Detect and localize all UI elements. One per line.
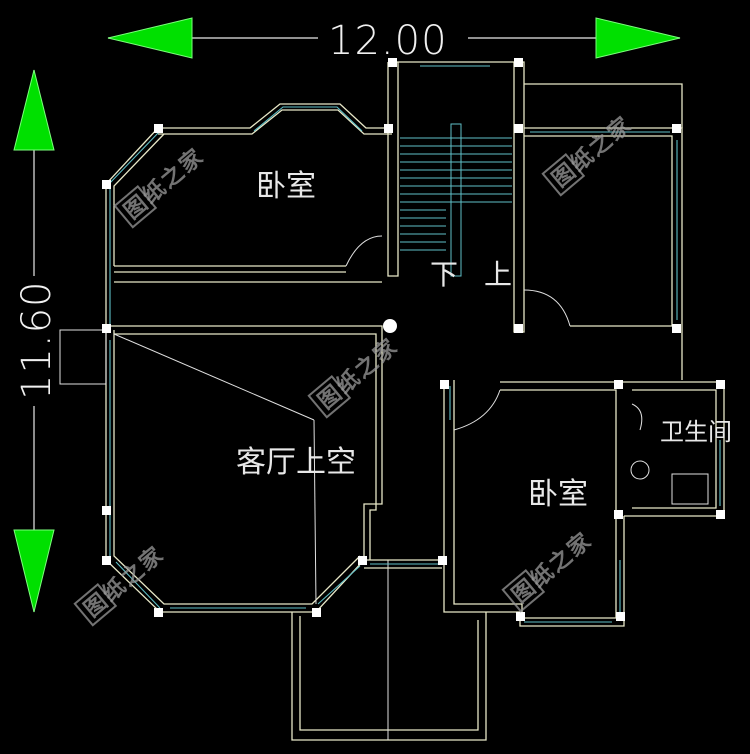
width-label: 12.00 xyxy=(328,18,448,64)
room-label-bedroom-top: 卧室 xyxy=(256,169,316,204)
room-label-bedroom-bottom: 卧室 xyxy=(528,477,588,512)
svg-text:图纸之家: 图纸之家 xyxy=(313,333,403,415)
svg-text:图纸之家: 图纸之家 xyxy=(547,111,637,193)
arrow-right-icon xyxy=(595,17,681,59)
stair-up-label: 上 xyxy=(484,258,512,291)
columns xyxy=(102,58,725,621)
arrow-up-icon xyxy=(13,69,55,151)
room-label-living-void: 客厅上空 xyxy=(236,445,356,480)
height-label: 11.60 xyxy=(14,280,60,400)
height-dimension: 11.60 xyxy=(13,69,60,613)
watermark: 图纸之家 图纸之家 图纸之家 图纸之家 图纸之家 xyxy=(73,111,637,627)
arrow-down-icon xyxy=(13,529,55,613)
svg-text:图纸之家: 图纸之家 xyxy=(507,527,597,609)
walls xyxy=(59,61,725,741)
width-dimension: 12.00 xyxy=(107,17,681,64)
stair-down-label: 下 xyxy=(430,258,458,291)
staircase: 下 上 xyxy=(345,123,512,291)
arrow-left-icon xyxy=(107,17,193,59)
room-label-bathroom: 卫生间 xyxy=(660,418,732,446)
